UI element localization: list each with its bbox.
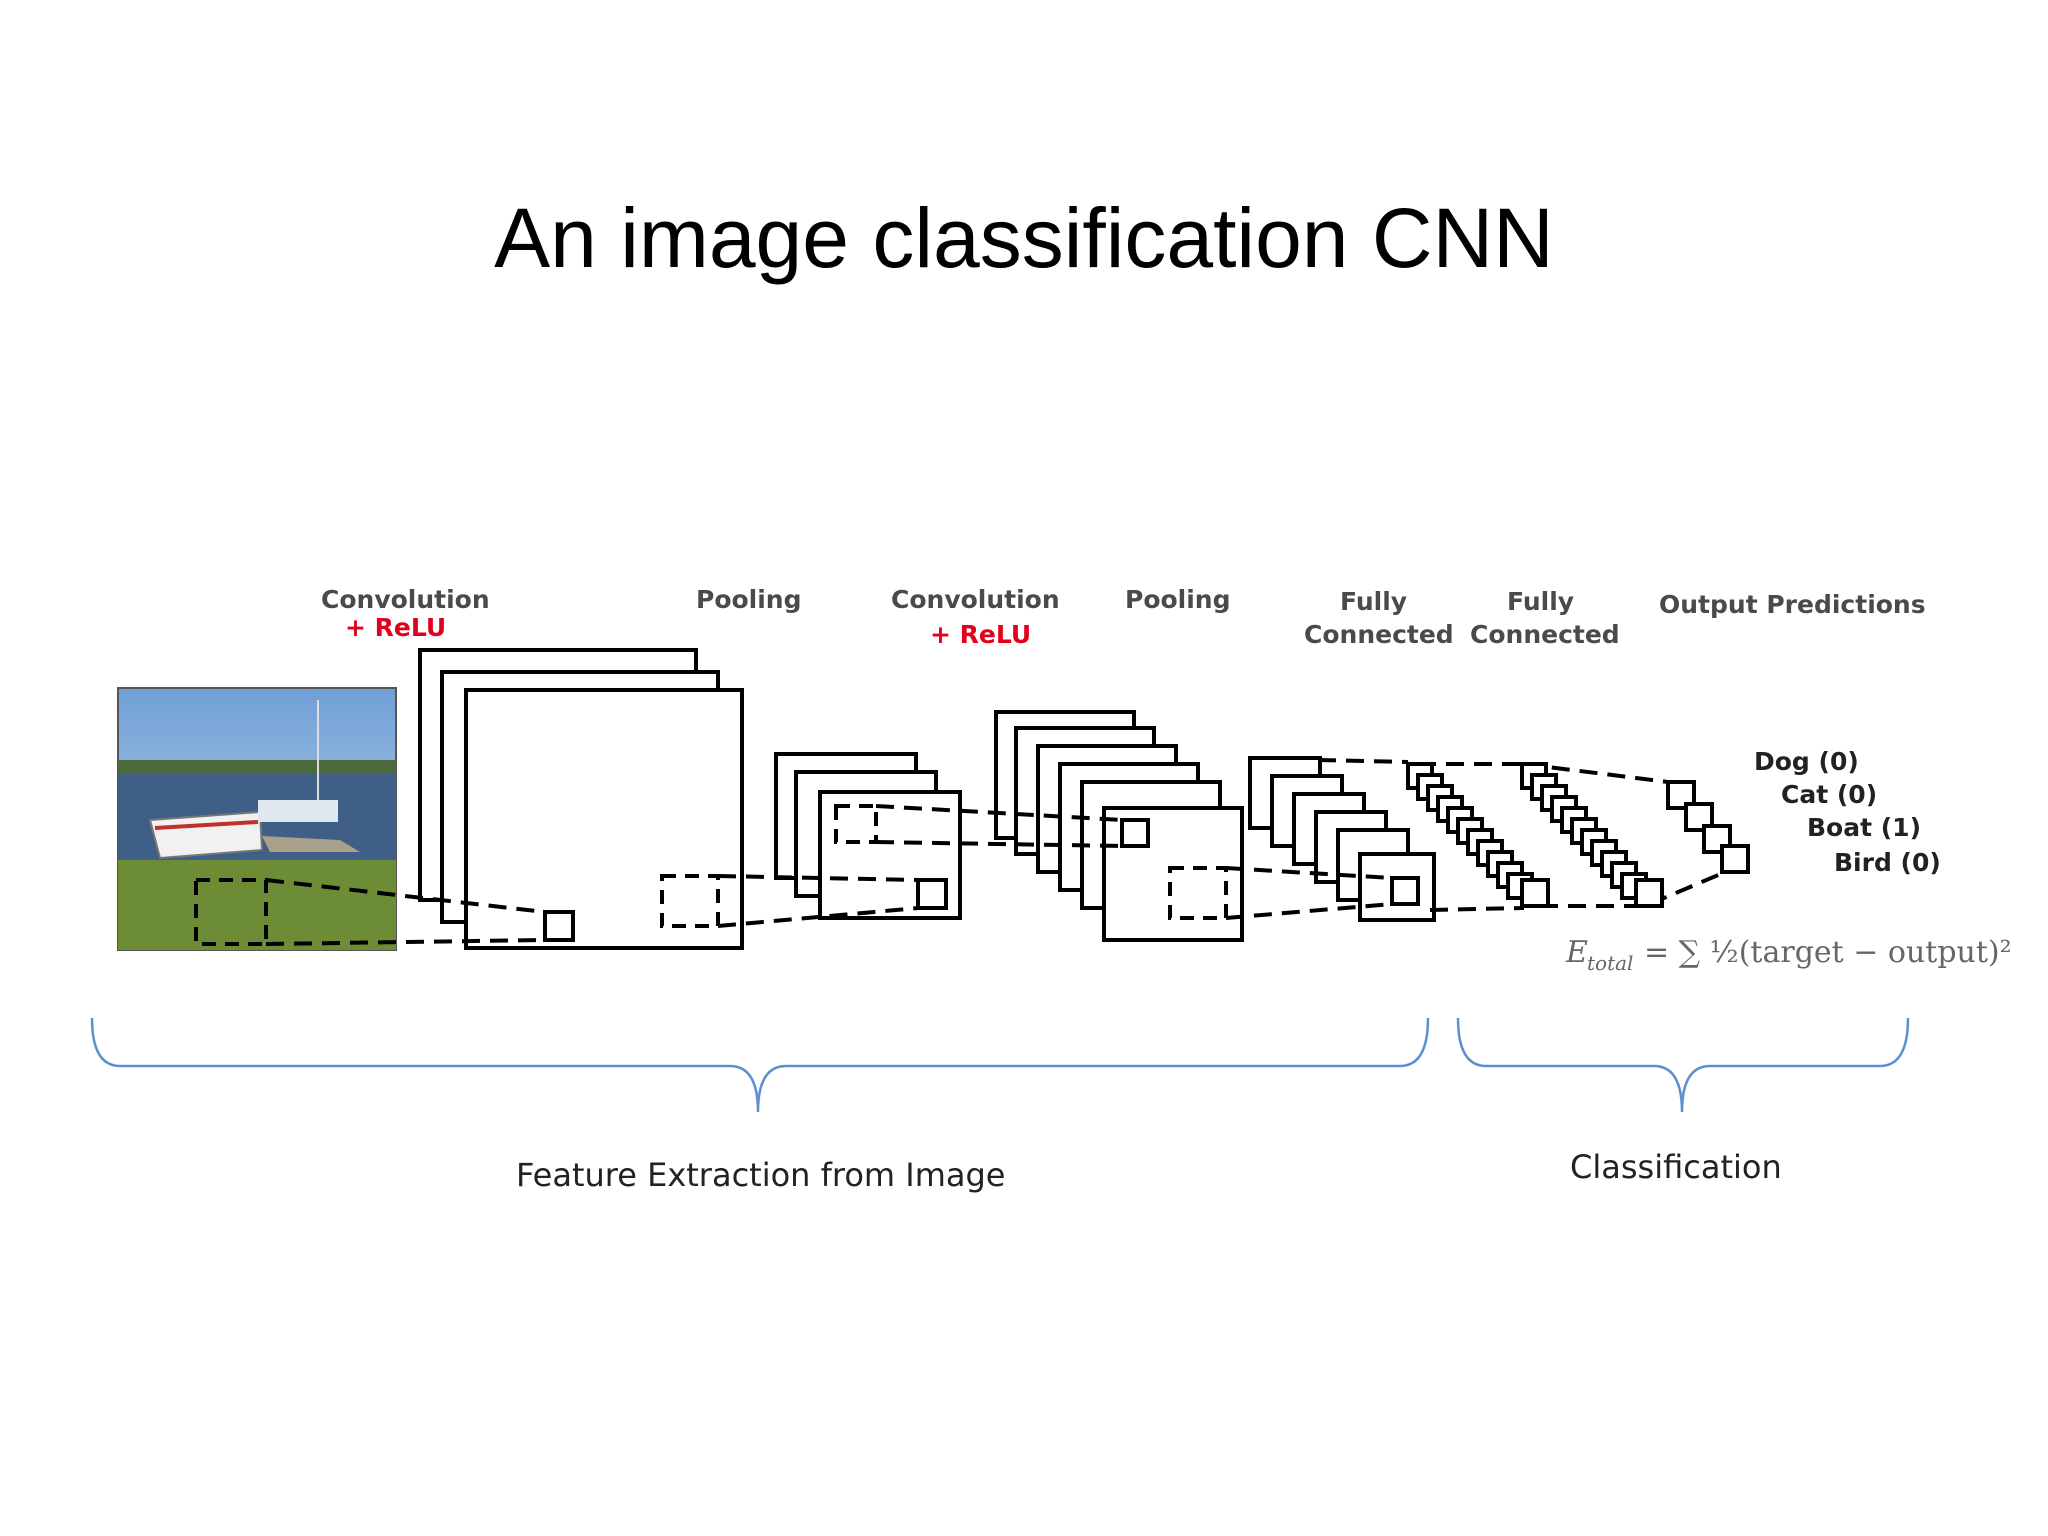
classification-label: Classification: [1570, 1148, 1782, 1186]
fc1-neurons: [1406, 762, 1550, 908]
pool2-feature-maps: [1248, 756, 1436, 922]
pool2-label: Pooling: [1125, 585, 1231, 614]
prediction-bird: Bird (0): [1834, 848, 1941, 877]
pool1-label: Pooling: [696, 585, 802, 614]
conv1-label: Convolution: [321, 585, 490, 614]
loss-formula: E total = ∑ ½(target − output)²: [1565, 935, 2012, 975]
conv2-relu-label: + ReLU: [930, 620, 1031, 649]
receptive-field-connections: [194, 758, 1731, 946]
fc1-label-line1: Fully: [1340, 587, 1407, 616]
fc2-label-line1: Fully: [1507, 587, 1574, 616]
conv1-feature-maps: [418, 648, 744, 950]
fc1-label-line2: Connected: [1304, 620, 1454, 649]
prediction-cat: Cat (0): [1781, 780, 1877, 809]
slide-title: An image classification CNN: [494, 191, 1554, 285]
pool1-feature-maps: [774, 752, 962, 920]
conv2-label: Convolution: [891, 585, 1060, 614]
formula-rhs: = ∑ ½(target − output)²: [1644, 935, 2012, 970]
fc2-neurons: [1520, 762, 1664, 908]
prediction-dog: Dog (0): [1754, 747, 1859, 776]
feature-extraction-brace: [90, 1017, 1430, 1113]
output-neurons: [1666, 780, 1750, 874]
input-image: [117, 687, 397, 951]
conv1-relu-label: + ReLU: [345, 613, 446, 642]
output-label: Output Predictions: [1659, 590, 1926, 619]
classification-brace: [1456, 1017, 1910, 1113]
conv2-feature-maps: [994, 710, 1244, 942]
formula-lhs: E: [1565, 935, 1588, 970]
feature-extraction-label: Feature Extraction from Image: [516, 1156, 1005, 1194]
fc2-label-line2: Connected: [1470, 620, 1620, 649]
prediction-boat: Boat (1): [1807, 813, 1921, 842]
formula-subscript: total: [1587, 951, 1633, 975]
